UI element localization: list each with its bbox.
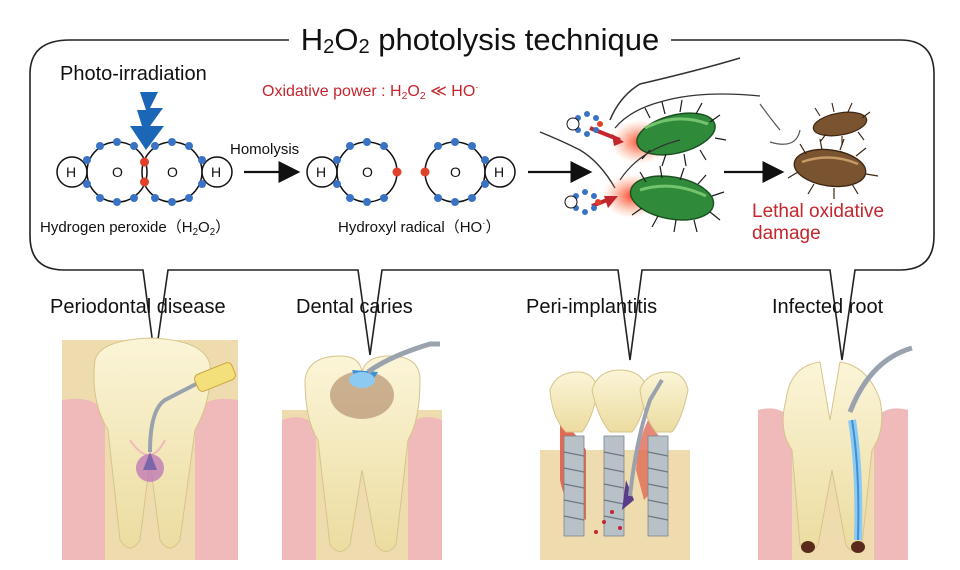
peri-implantitis-illustration	[540, 369, 690, 560]
atom-o-left: O	[112, 164, 123, 180]
bacteria-killed	[759, 102, 879, 199]
site-caries-label: Dental caries	[296, 296, 413, 318]
hydroxyl-radical-label: Hydroxyl radical（HO·）	[338, 218, 501, 236]
hydroxyl-radical-left	[306, 138, 402, 206]
atom-h-radical2: H	[494, 164, 505, 180]
atom-o-radical1: O	[362, 164, 373, 180]
site-periodontal-label: Periodontal disease	[50, 296, 226, 318]
lethal-oxidative-damage-label: Lethal oxidative damage	[752, 201, 885, 244]
bacteria-attacked	[539, 57, 761, 233]
atom-h-radical1: H	[316, 164, 327, 180]
atom-o-right: O	[167, 164, 178, 180]
photo-irradiation-arrow	[130, 92, 164, 150]
oxidative-power-label: Oxidative power : H2O2 ≪ HO·	[262, 82, 479, 102]
homolysis-label: Homolysis	[230, 141, 300, 158]
photo-irradiation-label: Photo-irradiation	[60, 63, 207, 85]
hydrogen-peroxide-molecule	[56, 138, 233, 206]
periodontal-illustration	[62, 337, 238, 560]
hydrogen-peroxide-label: Hydrogen peroxide（H2O2）	[40, 219, 231, 238]
atom-h-right: H	[211, 164, 222, 180]
page-title: H2O2 photolysis technique	[0, 22, 960, 59]
dental-caries-illustration	[282, 341, 442, 560]
hydroxyl-radical-right	[420, 138, 516, 206]
site-peri-implantitis-label: Peri-implantitis	[526, 296, 658, 318]
site-infected-root-label: Infected root	[772, 296, 884, 318]
atom-h-left: H	[66, 164, 77, 180]
atom-o-radical2: O	[450, 164, 461, 180]
infected-root-illustration	[758, 345, 913, 560]
